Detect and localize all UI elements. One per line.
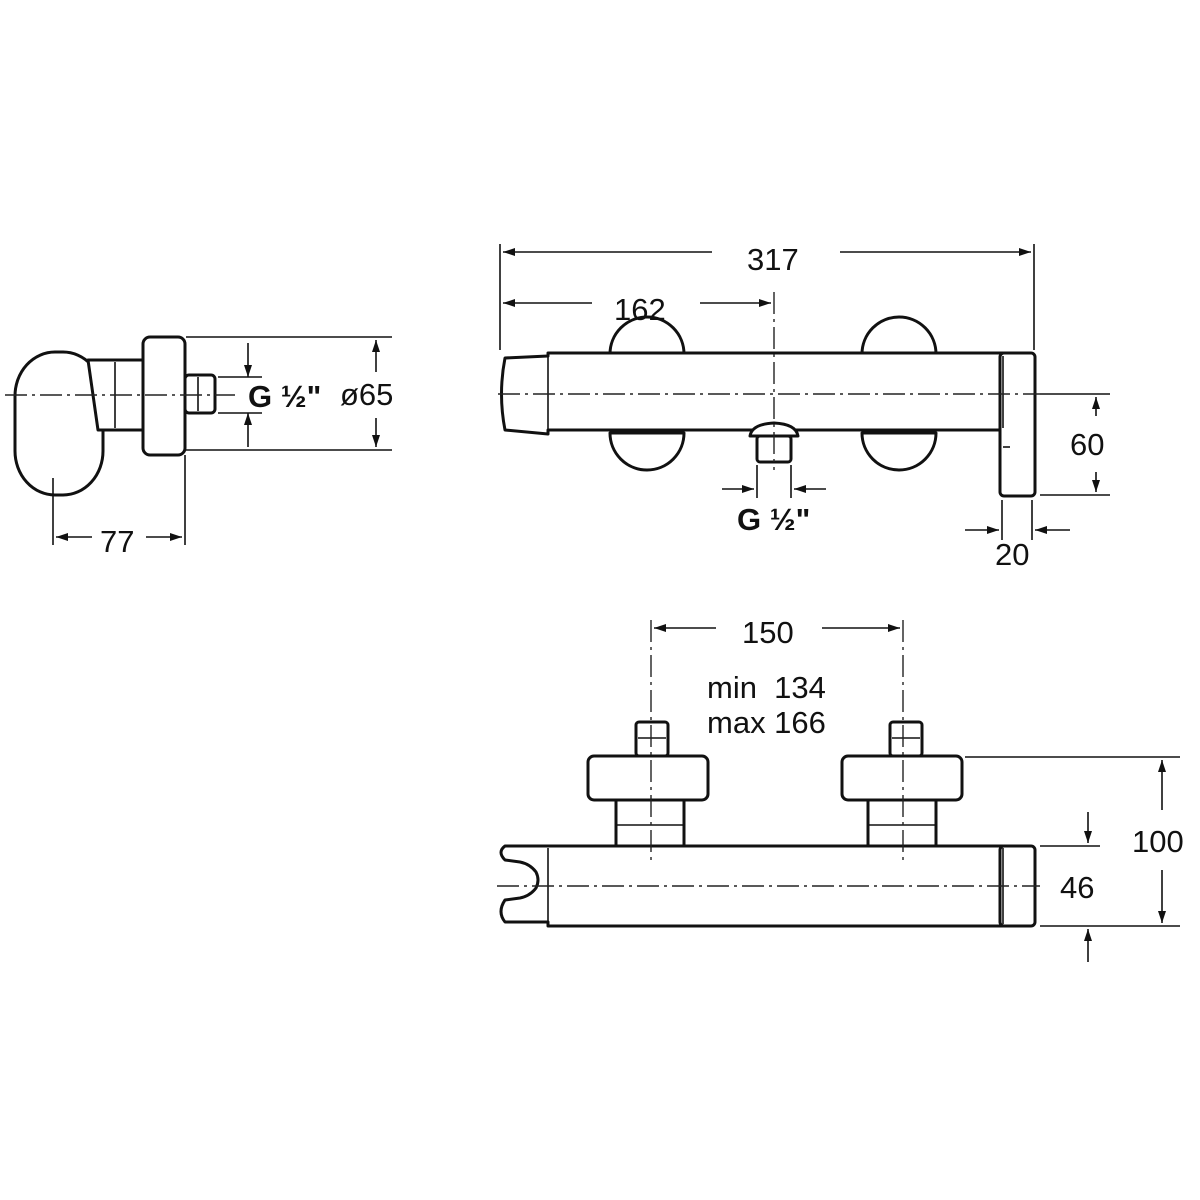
front-outlet-offset-label: 162 <box>614 292 666 327</box>
top-spacing-max-label: max 166 <box>707 705 826 740</box>
side-view: G ½" ø65 77 <box>5 335 393 559</box>
front-view: 317 162 60 20 G ½" <box>498 242 1110 572</box>
front-end-cap-label: 20 <box>995 537 1029 572</box>
top-total-height-label: 100 <box>1132 824 1184 859</box>
top-left-stub <box>634 720 670 758</box>
front-outlet-thread-label: G ½" <box>737 502 810 537</box>
top-body-height-label: 46 <box>1060 870 1094 905</box>
side-depth-label: 77 <box>100 524 134 559</box>
front-left-knob <box>608 315 686 356</box>
front-end-cap <box>998 351 1037 498</box>
top-view: 150 min 134 max 166 100 46 <box>497 615 1184 962</box>
front-height-label: 60 <box>1070 427 1104 462</box>
front-right-knob <box>860 315 938 356</box>
front-total-length-label: 317 <box>747 242 799 277</box>
side-thread-stub <box>183 373 217 415</box>
top-inlet-spacing-label: 150 <box>742 615 794 650</box>
top-left-flange <box>586 754 710 802</box>
front-outlet <box>748 421 800 438</box>
side-flange <box>141 335 187 457</box>
top-right-flange <box>840 754 964 802</box>
top-right-stub <box>888 720 924 758</box>
top-spacing-min-label: min 134 <box>707 670 826 705</box>
side-diameter-label: ø65 <box>340 377 393 412</box>
side-thread-label: G ½" <box>248 379 321 414</box>
